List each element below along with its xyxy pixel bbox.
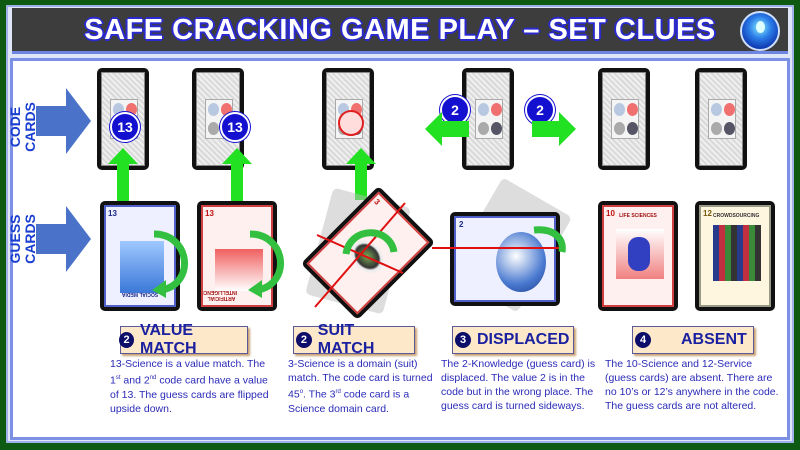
code-card bbox=[598, 68, 650, 170]
clue-description-suit-match: 3-Science is a domain (suit) match. The … bbox=[288, 358, 433, 415]
code-value-badge: 13 bbox=[220, 112, 250, 142]
flip-arrow-icon bbox=[248, 230, 284, 298]
clue-number: 2 bbox=[296, 332, 312, 348]
guess-card-10-life-sciences: LIFE SCIENCES 10 bbox=[598, 201, 678, 311]
suit-cross-lines bbox=[314, 202, 406, 308]
rotate-arrow-icon bbox=[533, 226, 566, 253]
clue-description-displaced: The 2-Knowledge (guess card) is displace… bbox=[441, 358, 596, 412]
clue-title: SUIT MATCH bbox=[317, 322, 375, 357]
displaced-cross-line bbox=[432, 247, 562, 249]
guess-card-value: 12 bbox=[703, 209, 712, 218]
code-cards-label: CODE CARDS bbox=[7, 102, 38, 152]
guess-card-2-knowledge-sideways: 2 bbox=[450, 212, 560, 306]
clue-title: DISPLACED bbox=[477, 331, 570, 348]
suit-arrow-head bbox=[346, 148, 376, 164]
guess-card-name: ARTIFICIAL INTELLIGENCE bbox=[201, 289, 237, 301]
clue-description-absent: The 10-Science and 12-Service (guess car… bbox=[605, 358, 779, 412]
flip-arrow-icon bbox=[152, 230, 188, 298]
clue-title: VALUE MATCH bbox=[140, 322, 197, 357]
guess-row-arrow-icon bbox=[36, 206, 91, 272]
rotate-arrow-icon bbox=[342, 229, 398, 255]
guess-card-name: LIFE SCIENCES bbox=[619, 213, 657, 219]
guess-card-name: CROWDSOURCING bbox=[713, 213, 760, 219]
clue-number: 2 bbox=[119, 332, 135, 348]
clue-label-absent: 4 ABSENT bbox=[632, 326, 754, 354]
clue-label-suit-match: 2 SUIT MATCH bbox=[293, 322, 415, 357]
clue-label-value-match: 2 VALUE MATCH bbox=[119, 322, 248, 357]
science-flask-icon bbox=[338, 110, 364, 136]
guess-card-value: 10 bbox=[606, 209, 615, 218]
code-card bbox=[462, 68, 514, 170]
guess-card-value: 2 bbox=[459, 220, 464, 229]
clue-number: 3 bbox=[455, 332, 471, 348]
clue-number: 4 bbox=[635, 332, 651, 348]
displaced-right-arrow-icon bbox=[532, 112, 576, 146]
code-value-badge: 2 bbox=[440, 95, 470, 125]
guess-cards-label: GUESS CARDS bbox=[7, 214, 38, 264]
clue-title: ABSENT bbox=[681, 331, 747, 348]
clue-description-value-match: 13-Science is a value match. The 1st and… bbox=[110, 358, 269, 415]
guess-card-value: 13 bbox=[108, 209, 117, 218]
guess-card-13-social-media: SOCIAL MEDIA 13 bbox=[100, 201, 180, 311]
code-row-arrow-icon bbox=[36, 88, 91, 154]
code-card bbox=[695, 68, 747, 170]
header-bar: SAFE CRACKING GAME PLAY – SET CLUES bbox=[12, 8, 788, 54]
match-arrow-head-2 bbox=[222, 148, 252, 164]
lightbulb-gear-icon bbox=[740, 11, 780, 51]
page-title: SAFE CRACKING GAME PLAY – SET CLUES bbox=[84, 14, 716, 46]
code-value-badge: 13 bbox=[110, 112, 140, 142]
displaced-left-arrow-icon bbox=[425, 112, 469, 146]
match-arrow-head-1 bbox=[108, 148, 138, 164]
guess-card-value: 13 bbox=[205, 209, 214, 218]
clue-label-displaced: 3 DISPLACED bbox=[452, 326, 574, 354]
guess-card-12-crowdsourcing: CROWDSOURCING 12 bbox=[695, 201, 775, 311]
suit-arrow bbox=[355, 160, 367, 200]
